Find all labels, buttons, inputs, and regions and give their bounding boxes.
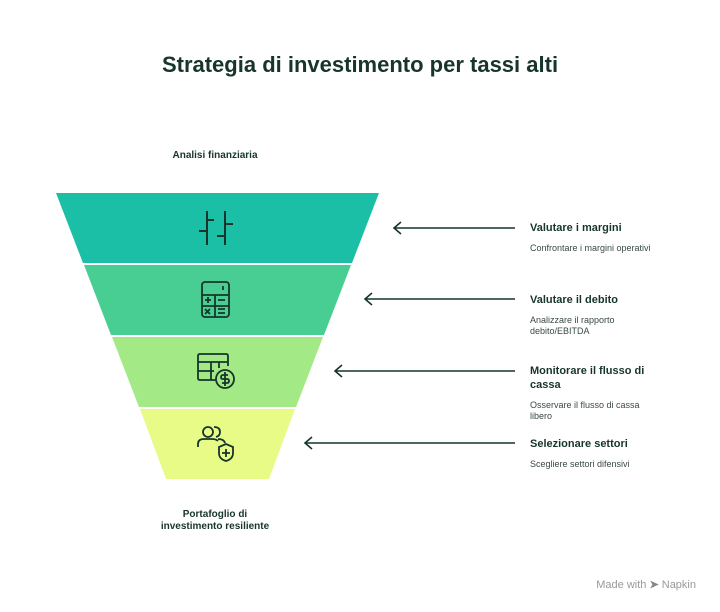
- funnel-top-label: Analisi finanziaria: [172, 150, 258, 161]
- calculator-icon: [201, 281, 230, 318]
- stage-heading: Valutare il debito: [530, 294, 619, 306]
- stage-heading: Monitorare il flusso di cassa: [530, 365, 645, 391]
- napkin-logo-icon: ➤: [649, 579, 659, 591]
- stage-item-4: Selezionare settori Scegliere settori di…: [530, 437, 680, 470]
- arrow-4: [303, 436, 515, 450]
- made-with-text: Made with: [596, 579, 647, 591]
- funnel-band-4: [140, 409, 295, 479]
- page-title: Strategia di investimento per tassi alti: [161, 52, 559, 77]
- funnel-band-2: [84, 265, 351, 335]
- arrow-2: [363, 292, 515, 306]
- spreadsheet-dollar-icon: [197, 353, 235, 389]
- stage-item-3: Monitorare il flusso di cassa Osservare …: [530, 364, 655, 422]
- stage-description: Analizzare il rapporto debito/EBITDA: [530, 315, 615, 336]
- funnel-bottom-label: Portafoglio di investimento resiliente: [160, 509, 270, 532]
- arrow-1: [392, 221, 515, 235]
- stage-item-2: Valutare il debito Analizzare il rapport…: [530, 293, 680, 337]
- margins-icon: [199, 211, 233, 245]
- stage-description: Scegliere settori difensivi: [530, 459, 630, 469]
- funnel-band-3: [112, 337, 323, 407]
- brand-name: Napkin: [661, 579, 696, 591]
- arrow-3: [333, 364, 515, 378]
- stage-description: Osservare il flusso di cassa libero: [530, 400, 640, 421]
- stage-heading: Valutare i margini: [530, 222, 622, 234]
- stage-item-1: Valutare i margini Confrontare i margini…: [530, 221, 680, 254]
- funnel-band-1: [56, 193, 379, 263]
- users-shield-icon: [197, 426, 234, 462]
- stage-heading: Selezionare settori: [530, 438, 628, 450]
- made-with-napkin-footer: Made with ➤ Napkin: [596, 578, 696, 591]
- stage-description: Confrontare i margini operativi: [530, 243, 651, 253]
